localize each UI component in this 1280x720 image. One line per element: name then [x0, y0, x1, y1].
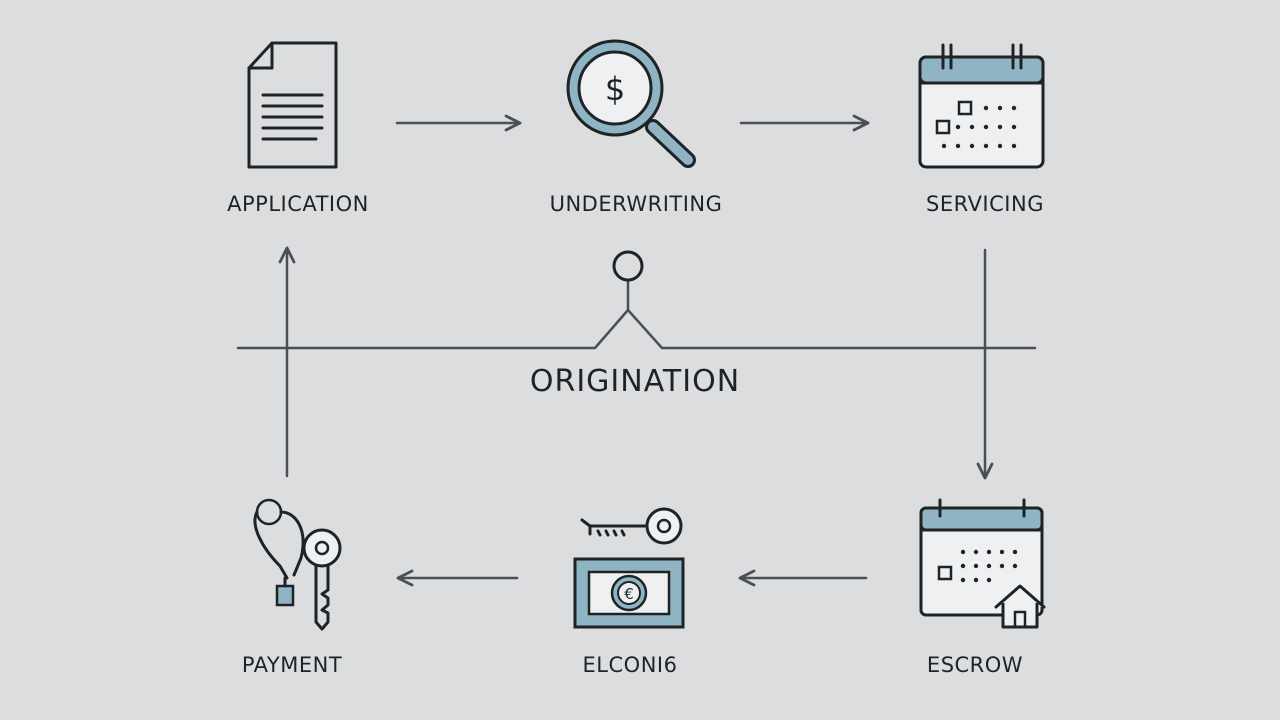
key-icon [580, 507, 683, 545]
calendar-icon [918, 43, 1045, 169]
step-label-underwriting: UNDERWRITING [549, 192, 723, 216]
keys-icon [253, 498, 342, 631]
step-label-elconi6: ELCONI6 [582, 653, 678, 677]
magnifier-dollar-icon: $ [566, 39, 696, 168]
step-label-escrow: ESCROW [926, 653, 1024, 677]
key-banknote-icon: € [573, 507, 685, 629]
origination-connector [236, 250, 1037, 350]
step-label-payment: PAYMENT [241, 653, 343, 677]
svg-text:€: € [624, 585, 634, 603]
calendar-house-icon [919, 498, 1046, 629]
document-icon [247, 41, 338, 169]
person-icon [612, 250, 644, 282]
banknote-icon: € [573, 557, 685, 629]
center-label-origination: ORIGINATION [529, 364, 741, 399]
step-label-application: APPLICATION [227, 192, 369, 216]
dollar-sign-icon: $ [605, 70, 625, 108]
step-label-servicing: SERVICING [926, 192, 1044, 216]
house-icon [994, 584, 1046, 629]
